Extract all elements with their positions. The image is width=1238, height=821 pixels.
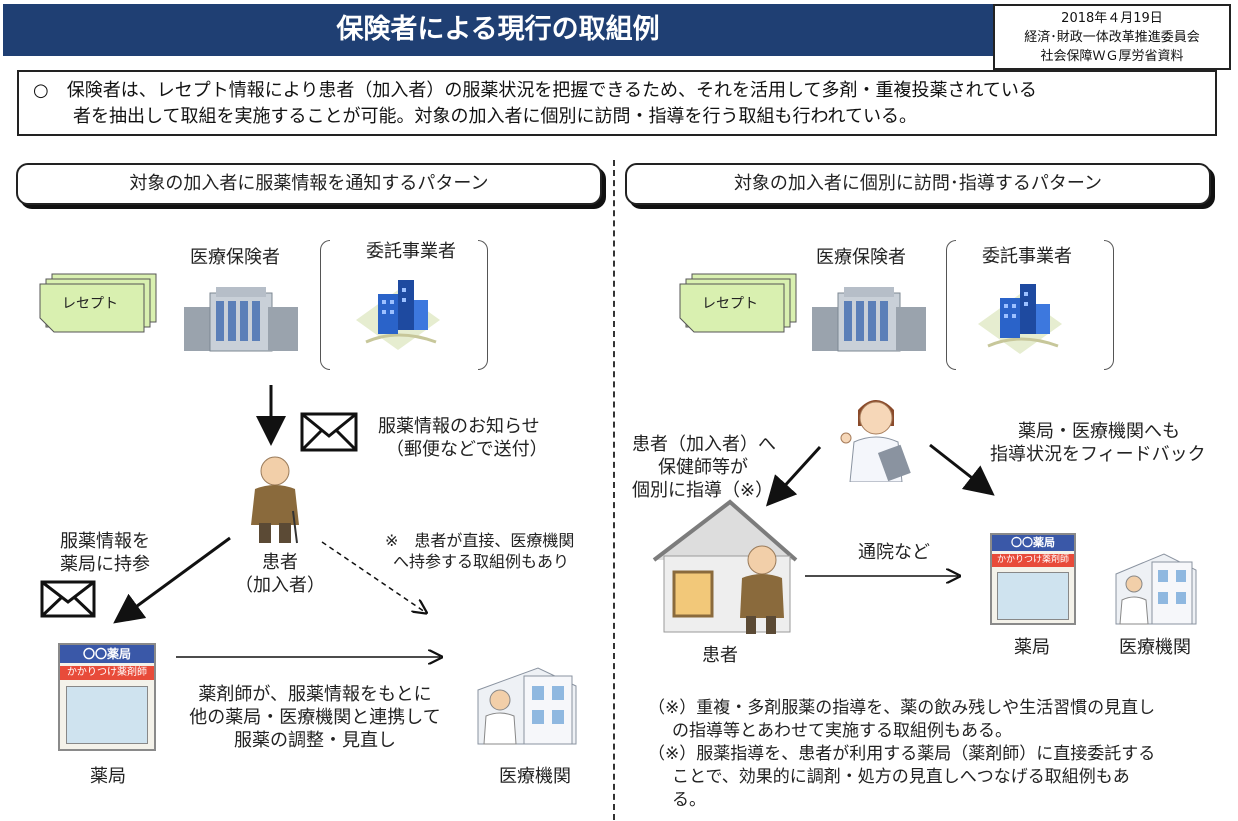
right-bracket-close bbox=[1104, 240, 1114, 370]
right-contractor-building-icon bbox=[978, 284, 1062, 354]
contractor-building-icon bbox=[356, 280, 440, 350]
left-contractor-label: 委託事業者 bbox=[366, 241, 456, 262]
right-pharmacy-banner: かかりつけ薬剤師 bbox=[992, 554, 1074, 567]
insurer-building-icon bbox=[184, 287, 298, 352]
left-pharmacy-banner: かかりつけ薬剤師 bbox=[60, 666, 154, 680]
right-note2-line2: ことで、効果的に調剤・処方の見直しへつなげる取組例もあ bbox=[672, 767, 1130, 787]
right-hospital-icon bbox=[1115, 553, 1197, 625]
source-date: 2018年４月19日 bbox=[1061, 11, 1163, 26]
left-panel-title: 対象の加入者に服薬情報を通知するパターン bbox=[16, 163, 602, 205]
left-pharmacy-sign: 〇〇薬局 bbox=[60, 645, 154, 663]
right-panel-title: 対象の加入者に個別に訪問･指導するパターン bbox=[625, 163, 1211, 205]
left-bring-line1: 服薬情報を bbox=[60, 531, 150, 552]
left-hospital-icon bbox=[477, 667, 577, 745]
left-note-line2: へ持参する取組例もあり bbox=[393, 552, 570, 571]
source-box: 2018年４月19日 経済･財政一体改革推進委員会 社会保障ＷＧ厚労省資料 bbox=[993, 4, 1231, 70]
summary-box: ○ 保険者は、レセプト情報により患者（加入者）の服薬状況を把握できるため、それを… bbox=[17, 70, 1217, 136]
left-notice-line2: （郵便などで送付） bbox=[386, 439, 548, 460]
left-note-line1: ※ 患者が直接、医療機関 bbox=[385, 531, 575, 550]
left-receipt-label: レセプト bbox=[62, 296, 118, 312]
right-pharmacy-window bbox=[997, 572, 1069, 620]
page-title: 保険者による現行の取組例 bbox=[3, 4, 993, 56]
panel-divider bbox=[613, 160, 615, 820]
right-note1-line2: の指導等とあわせて実施する取組例もある。 bbox=[672, 721, 1012, 741]
right-pharmacy-label: 薬局 bbox=[1014, 637, 1050, 658]
right-note1-line1: （※）重複・多剤服薬の指導を、薬の飲み残しや生活習慣の見直し bbox=[648, 698, 1156, 718]
left-pharmacy-window bbox=[66, 686, 148, 744]
right-bracket-open bbox=[946, 240, 956, 370]
right-note2-line3: る。 bbox=[672, 790, 706, 810]
left-patient-line1: 患者 bbox=[262, 552, 298, 573]
right-hospital-label: 医療機関 bbox=[1119, 637, 1191, 658]
left-notice-envelope-icon bbox=[300, 412, 358, 452]
source-committee: 経済･財政一体改革推進委員会 bbox=[1024, 30, 1200, 45]
left-pharmacist-line2: 他の薬局・医療機関と連携して bbox=[189, 707, 441, 728]
left-patient-line2: （加入者） bbox=[235, 575, 325, 596]
left-insurer-label: 医療保険者 bbox=[190, 247, 280, 268]
right-visit-label: 通院など bbox=[858, 542, 930, 563]
house-icon bbox=[652, 499, 798, 634]
right-receipt-label: レセプト bbox=[702, 296, 758, 312]
summary-line-1: ○ 保険者は、レセプト情報により患者（加入者）の服薬状況を把握できるため、それを… bbox=[33, 80, 1037, 101]
right-feedback-line1: 薬局・医療機関へも bbox=[1018, 421, 1180, 442]
left-patient-figure-icon bbox=[251, 456, 299, 544]
left-bring-line2: 薬局に持参 bbox=[60, 554, 150, 575]
right-patient-label: 患者 bbox=[702, 645, 738, 666]
right-feedback-line2: 指導状況をフィードバック bbox=[990, 444, 1206, 465]
summary-line-2: 者を抽出して取組を実施することが可能。対象の加入者に個別に訪問・指導を行う取組も… bbox=[73, 106, 918, 127]
left-pharmacy-label: 薬局 bbox=[90, 766, 126, 787]
right-pharmacy-building: 〇〇薬局 かかりつけ薬剤師 bbox=[990, 533, 1076, 625]
left-notice-line1: 服薬情報のお知らせ bbox=[378, 416, 540, 437]
right-guide-line2: 保健師等が bbox=[658, 457, 748, 478]
source-document: 社会保障ＷＧ厚労省資料 bbox=[1040, 49, 1184, 64]
left-hospital-label: 医療機関 bbox=[499, 766, 571, 787]
nurse-figure-icon bbox=[840, 400, 911, 482]
right-note2-line1: （※）服薬指導を、患者が利用する薬局（薬剤師）に直接委託する bbox=[648, 744, 1156, 764]
right-pharmacy-sign: 〇〇薬局 bbox=[992, 535, 1074, 551]
right-guide-line3: 個別に指導（※） bbox=[632, 480, 774, 501]
right-receipt-stack-icon bbox=[679, 273, 797, 333]
receipt-stack-icon bbox=[39, 273, 157, 333]
right-insurer-label: 医療保険者 bbox=[816, 247, 906, 268]
right-contractor-label: 委託事業者 bbox=[982, 246, 1072, 267]
left-pharmacist-line3: 服薬の調整・見直し bbox=[234, 730, 396, 751]
right-guide-line1: 患者（加入者）へ bbox=[632, 434, 776, 455]
left-bring-envelope-icon bbox=[40, 580, 96, 618]
left-pharmacist-line1: 薬剤師が、服薬情報をもとに bbox=[198, 684, 432, 705]
left-pharmacy-building: 〇〇薬局 かかりつけ薬剤師 bbox=[58, 643, 156, 751]
right-insurer-building-icon bbox=[812, 287, 926, 352]
